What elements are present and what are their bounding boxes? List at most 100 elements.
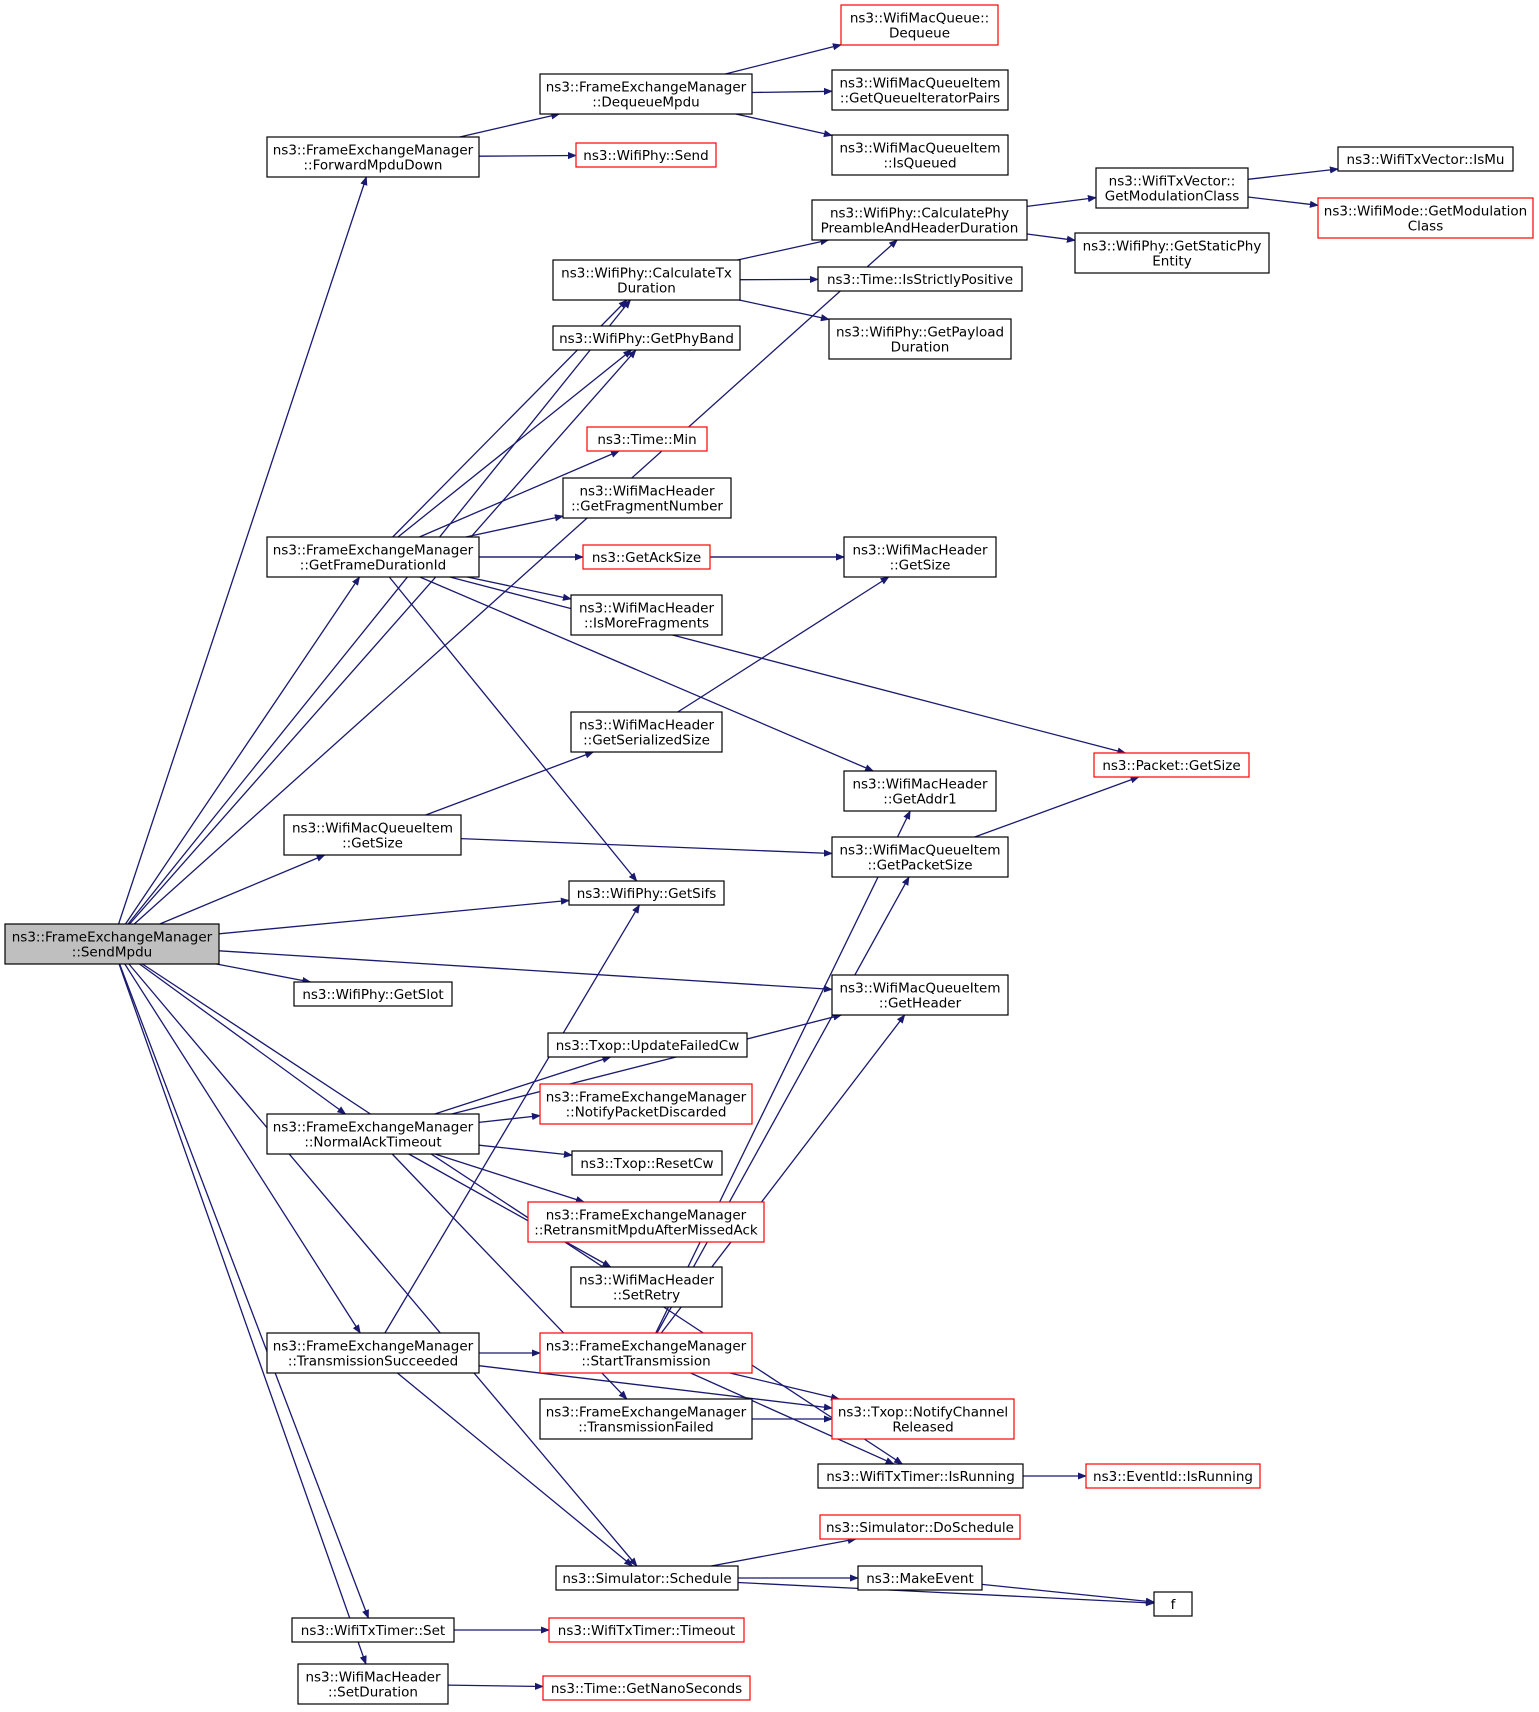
node-set_retry[interactable]: ns3::WifiMacHeader::SetRetry	[570, 1266, 723, 1308]
node-get_serialized_size[interactable]: ns3::WifiMacHeader::GetSerializedSize	[570, 711, 723, 753]
node-get_header[interactable]: ns3::WifiMacQueueItem::GetHeader	[831, 974, 1009, 1016]
node-label: ::TransmissionSucceeded	[288, 1354, 458, 1370]
node-retransmit_mpdu[interactable]: ns3::FrameExchangeManager::RetransmitMpd…	[527, 1201, 765, 1243]
node-is_mu[interactable]: ns3::WifiTxVector::IsMu	[1337, 146, 1514, 172]
node-tx_timer_set[interactable]: ns3::WifiTxTimer::Set	[291, 1617, 455, 1643]
node-label: ns3::WifiMacQueueItem	[839, 843, 1000, 859]
node-is_more_fragments[interactable]: ns3::WifiMacHeader::IsMoreFragments	[570, 594, 723, 636]
node-get_phy_band[interactable]: ns3::WifiPhy::GetPhyBand	[552, 325, 741, 351]
node-label: ns3::WifiMacHeader	[579, 1273, 715, 1289]
node-box	[819, 1514, 1021, 1540]
edge-send_mpdu-to-calc_preamble	[133, 239, 898, 925]
edge-send_mpdu-to-queue_item_get_size	[159, 854, 326, 925]
node-forward_mpdu_down[interactable]: ns3::FrameExchangeManager::ForwardMpduDo…	[266, 136, 480, 178]
node-is_strictly_positive[interactable]: ns3::Time::IsStrictlyPositive	[817, 266, 1023, 292]
node-transmission_failed[interactable]: ns3::FrameExchangeManager::TransmissionF…	[539, 1398, 753, 1440]
node-mac_header_get_size[interactable]: ns3::WifiMacHeader::GetSize	[843, 536, 997, 578]
node-notify_packet_discarded[interactable]: ns3::FrameExchangeManager::NotifyPacketD…	[539, 1083, 753, 1125]
edge-send_mpdu-to-tx_timer_is_running	[142, 963, 904, 1465]
node-get_frame_duration_id[interactable]: ns3::FrameExchangeManager::GetFrameDurat…	[266, 536, 480, 578]
node-get_modulation_class_vec[interactable]: ns3::WifiTxVector::GetModulationClass	[1095, 167, 1249, 209]
edge-send_mpdu-to-get_header	[218, 950, 833, 993]
node-label: ns3::FrameExchangeManager	[12, 930, 213, 946]
node-label: ns3::FrameExchangeManager	[273, 1120, 474, 1136]
node-make_event[interactable]: ns3::MakeEvent	[857, 1565, 983, 1591]
node-box	[547, 1032, 748, 1058]
node-get_nano_seconds[interactable]: ns3::Time::GetNanoSeconds	[542, 1675, 751, 1701]
node-box	[552, 259, 741, 301]
edge-forward_mpdu_down-to-wifiphy_send	[478, 151, 577, 160]
node-wifiphy_send[interactable]: ns3::WifiPhy::Send	[575, 142, 717, 168]
node-time_min[interactable]: ns3::Time::Min	[586, 426, 708, 452]
node-get_slot[interactable]: ns3::WifiPhy::GetSlot	[293, 981, 453, 1007]
node-box	[539, 1083, 753, 1125]
node-packet_get_size[interactable]: ns3::Packet::GetSize	[1093, 752, 1250, 778]
node-label: Dequeue	[889, 26, 950, 42]
node-label: ::NormalAckTimeout	[304, 1135, 441, 1151]
node-box	[1085, 1463, 1261, 1489]
edge-calc_preamble-to-get_static_phy_entity	[1026, 233, 1076, 243]
node-get_packet_size[interactable]: ns3::WifiMacQueueItem::GetPacketSize	[831, 836, 1009, 878]
node-label: ::IsQueued	[883, 156, 956, 172]
node-set_duration[interactable]: ns3::WifiMacHeader::SetDuration	[297, 1663, 449, 1705]
node-box	[266, 1113, 480, 1155]
node-get_queue_iterator_pairs[interactable]: ns3::WifiMacQueueItem::GetQueueIteratorP…	[831, 69, 1009, 111]
node-transmission_succeeded[interactable]: ns3::FrameExchangeManager::TransmissionS…	[266, 1332, 480, 1374]
node-label: ns3::FrameExchangeManager	[546, 80, 747, 96]
node-send_mpdu[interactable]: ns3::FrameExchangeManager::SendMpdu	[4, 923, 220, 965]
node-label: ns3::FrameExchangeManager	[273, 543, 474, 559]
node-f[interactable]: f	[1153, 1591, 1193, 1617]
edge-get_frame_duration_id-to-time_min	[419, 450, 620, 538]
node-box	[1317, 197, 1534, 239]
node-queue_item_get_size[interactable]: ns3::WifiMacQueueItem::GetSize	[283, 814, 462, 856]
node-box	[542, 1675, 751, 1701]
node-tx_timer_is_running[interactable]: ns3::WifiTxTimer::IsRunning	[817, 1463, 1024, 1489]
edge-dequeue_mpdu-to-is_queued	[735, 113, 833, 138]
node-do_schedule[interactable]: ns3::Simulator::DoSchedule	[819, 1514, 1021, 1540]
node-layer: ns3::FrameExchangeManager::SendMpduns3::…	[4, 4, 1534, 1705]
node-label: ns3::FrameExchangeManager	[546, 1339, 747, 1355]
node-label: GetModulationClass	[1105, 189, 1240, 205]
node-calc_preamble[interactable]: ns3::WifiPhy::CalculatePhyPreambleAndHea…	[811, 199, 1028, 241]
node-get_fragment_number[interactable]: ns3::WifiMacHeader::GetFragmentNumber	[562, 477, 732, 519]
node-reset_cw[interactable]: ns3::Txop::ResetCw	[571, 1150, 723, 1176]
node-box	[283, 814, 462, 856]
node-normal_ack_timeout[interactable]: ns3::FrameExchangeManager::NormalAckTime…	[266, 1113, 480, 1155]
node-event_id_is_running[interactable]: ns3::EventId::IsRunning	[1085, 1463, 1261, 1489]
edge-get_frame_duration_id-to-get_sifs	[388, 576, 638, 882]
node-get_sifs[interactable]: ns3::WifiPhy::GetSifs	[568, 880, 725, 906]
node-box	[831, 836, 1009, 878]
node-wifimacqueue_dequeue[interactable]: ns3::WifiMacQueue::Dequeue	[840, 4, 999, 46]
node-box	[831, 134, 1009, 176]
node-label: Released	[892, 1420, 953, 1436]
edge-layer	[117, 43, 1339, 1690]
node-label: ns3::WifiMacQueueItem	[839, 981, 1000, 997]
node-label: ::GetSize	[890, 558, 951, 574]
node-box	[817, 1463, 1024, 1489]
node-tx_timer_timeout[interactable]: ns3::WifiTxTimer::Timeout	[548, 1617, 745, 1643]
node-box	[811, 199, 1028, 241]
edge-transmission_succeeded-to-notify_channel_released	[478, 1365, 833, 1411]
node-simulator_schedule[interactable]: ns3::Simulator::Schedule	[555, 1565, 739, 1591]
node-label: ::RetransmitMpduAfterMissedAck	[534, 1223, 758, 1239]
node-get_addr1[interactable]: ns3::WifiMacHeader::GetAddr1	[843, 770, 997, 812]
edge-send_mpdu-to-get_slot	[216, 963, 312, 985]
edge-queue_item_get_size-to-get_packet_size	[460, 837, 833, 857]
edge-get_modulation_class_vec-to-get_modulation_class_mode	[1247, 196, 1319, 208]
node-update_failed_cw[interactable]: ns3::Txop::UpdateFailedCw	[547, 1032, 748, 1058]
node-start_transmission[interactable]: ns3::FrameExchangeManager::StartTransmis…	[539, 1332, 753, 1374]
node-label: ns3::WifiPhy::CalculateTx	[561, 266, 732, 282]
node-dequeue_mpdu[interactable]: ns3::FrameExchangeManager::DequeueMpdu	[539, 73, 753, 115]
edge-send_mpdu-to-normal_ack_timeout	[139, 963, 347, 1115]
edge-start_transmission-to-notify_channel_released	[729, 1372, 840, 1401]
node-label: ns3::Packet::GetSize	[1102, 758, 1240, 774]
edge-normal_ack_timeout-to-reset_cw	[478, 1144, 573, 1158]
node-get_ack_size[interactable]: ns3::GetAckSize	[582, 544, 711, 570]
edge-send_mpdu-to-get_phy_band	[129, 349, 637, 925]
node-get_modulation_class_mode[interactable]: ns3::WifiMode::GetModulationClass	[1317, 197, 1534, 239]
node-is_queued[interactable]: ns3::WifiMacQueueItem::IsQueued	[831, 134, 1009, 176]
